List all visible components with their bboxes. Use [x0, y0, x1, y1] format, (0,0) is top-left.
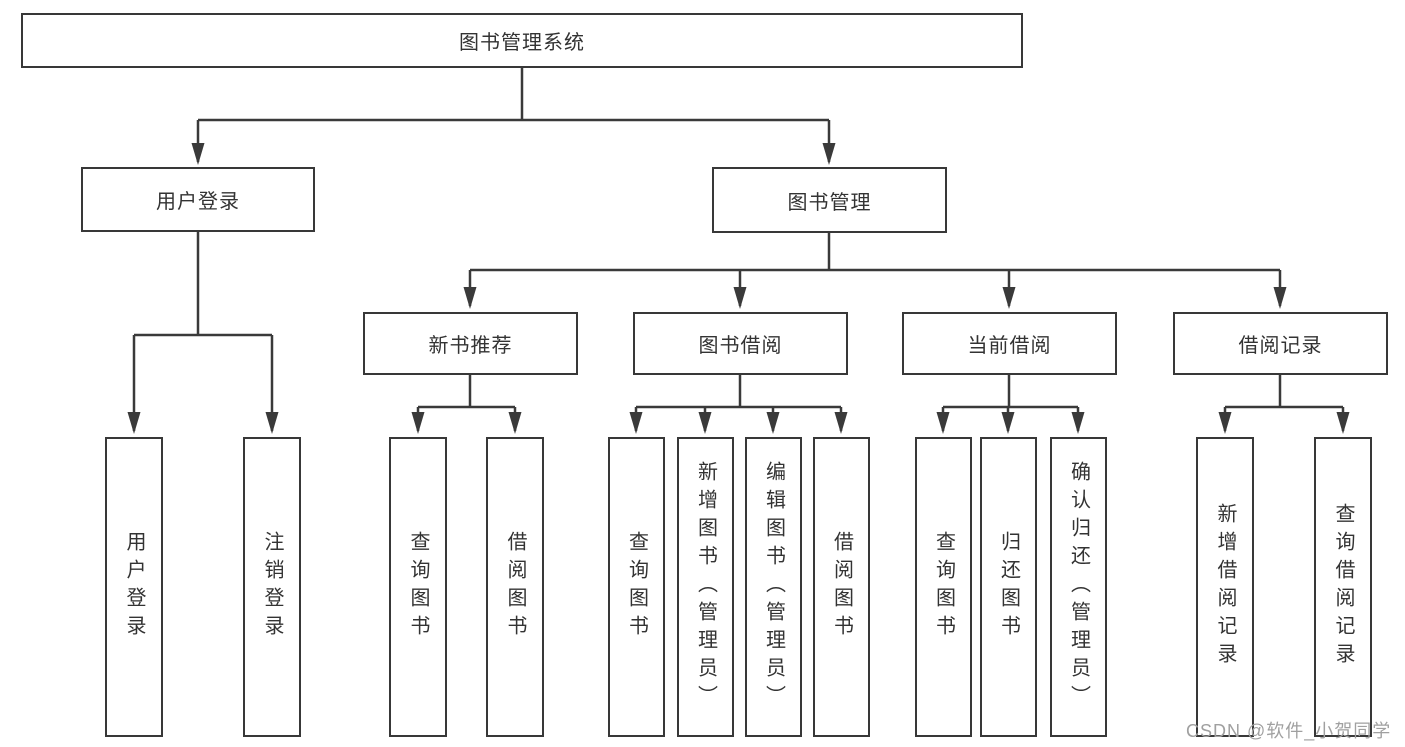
- watermark: CSDN @软件_小贺同学: [1186, 721, 1392, 741]
- leaf-query-books-borrow: 查询图书: [608, 437, 665, 737]
- leaf-confirm-return-admin: 确认归还（管理员）: [1050, 437, 1107, 737]
- node-root-library-system: 图书管理系统: [21, 13, 1023, 68]
- leaf-query-books-current: 查询图书: [915, 437, 972, 737]
- node-book-borrowing: 图书借阅: [633, 312, 848, 375]
- node-user-login: 用户登录: [81, 167, 315, 232]
- node-current-borrowing: 当前借阅: [902, 312, 1117, 375]
- node-new-book-recommend: 新书推荐: [363, 312, 578, 375]
- leaf-borrow-books: 借阅图书: [813, 437, 870, 737]
- leaf-add-books-admin: 新增图书（管理员）: [677, 437, 734, 737]
- leaf-logout: 注销登录: [243, 437, 301, 737]
- leaf-user-login: 用户登录: [105, 437, 163, 737]
- leaf-borrow-books-recommend: 借阅图书: [486, 437, 544, 737]
- node-borrowing-records: 借阅记录: [1173, 312, 1388, 375]
- leaf-add-borrow-record: 新增借阅记录: [1196, 437, 1254, 737]
- leaf-return-books: 归还图书: [980, 437, 1037, 737]
- leaf-query-borrow-record: 查询借阅记录: [1314, 437, 1372, 737]
- leaf-edit-books-admin: 编辑图书（管理员）: [745, 437, 802, 737]
- leaf-query-books-recommend: 查询图书: [389, 437, 447, 737]
- node-book-management: 图书管理: [712, 167, 947, 233]
